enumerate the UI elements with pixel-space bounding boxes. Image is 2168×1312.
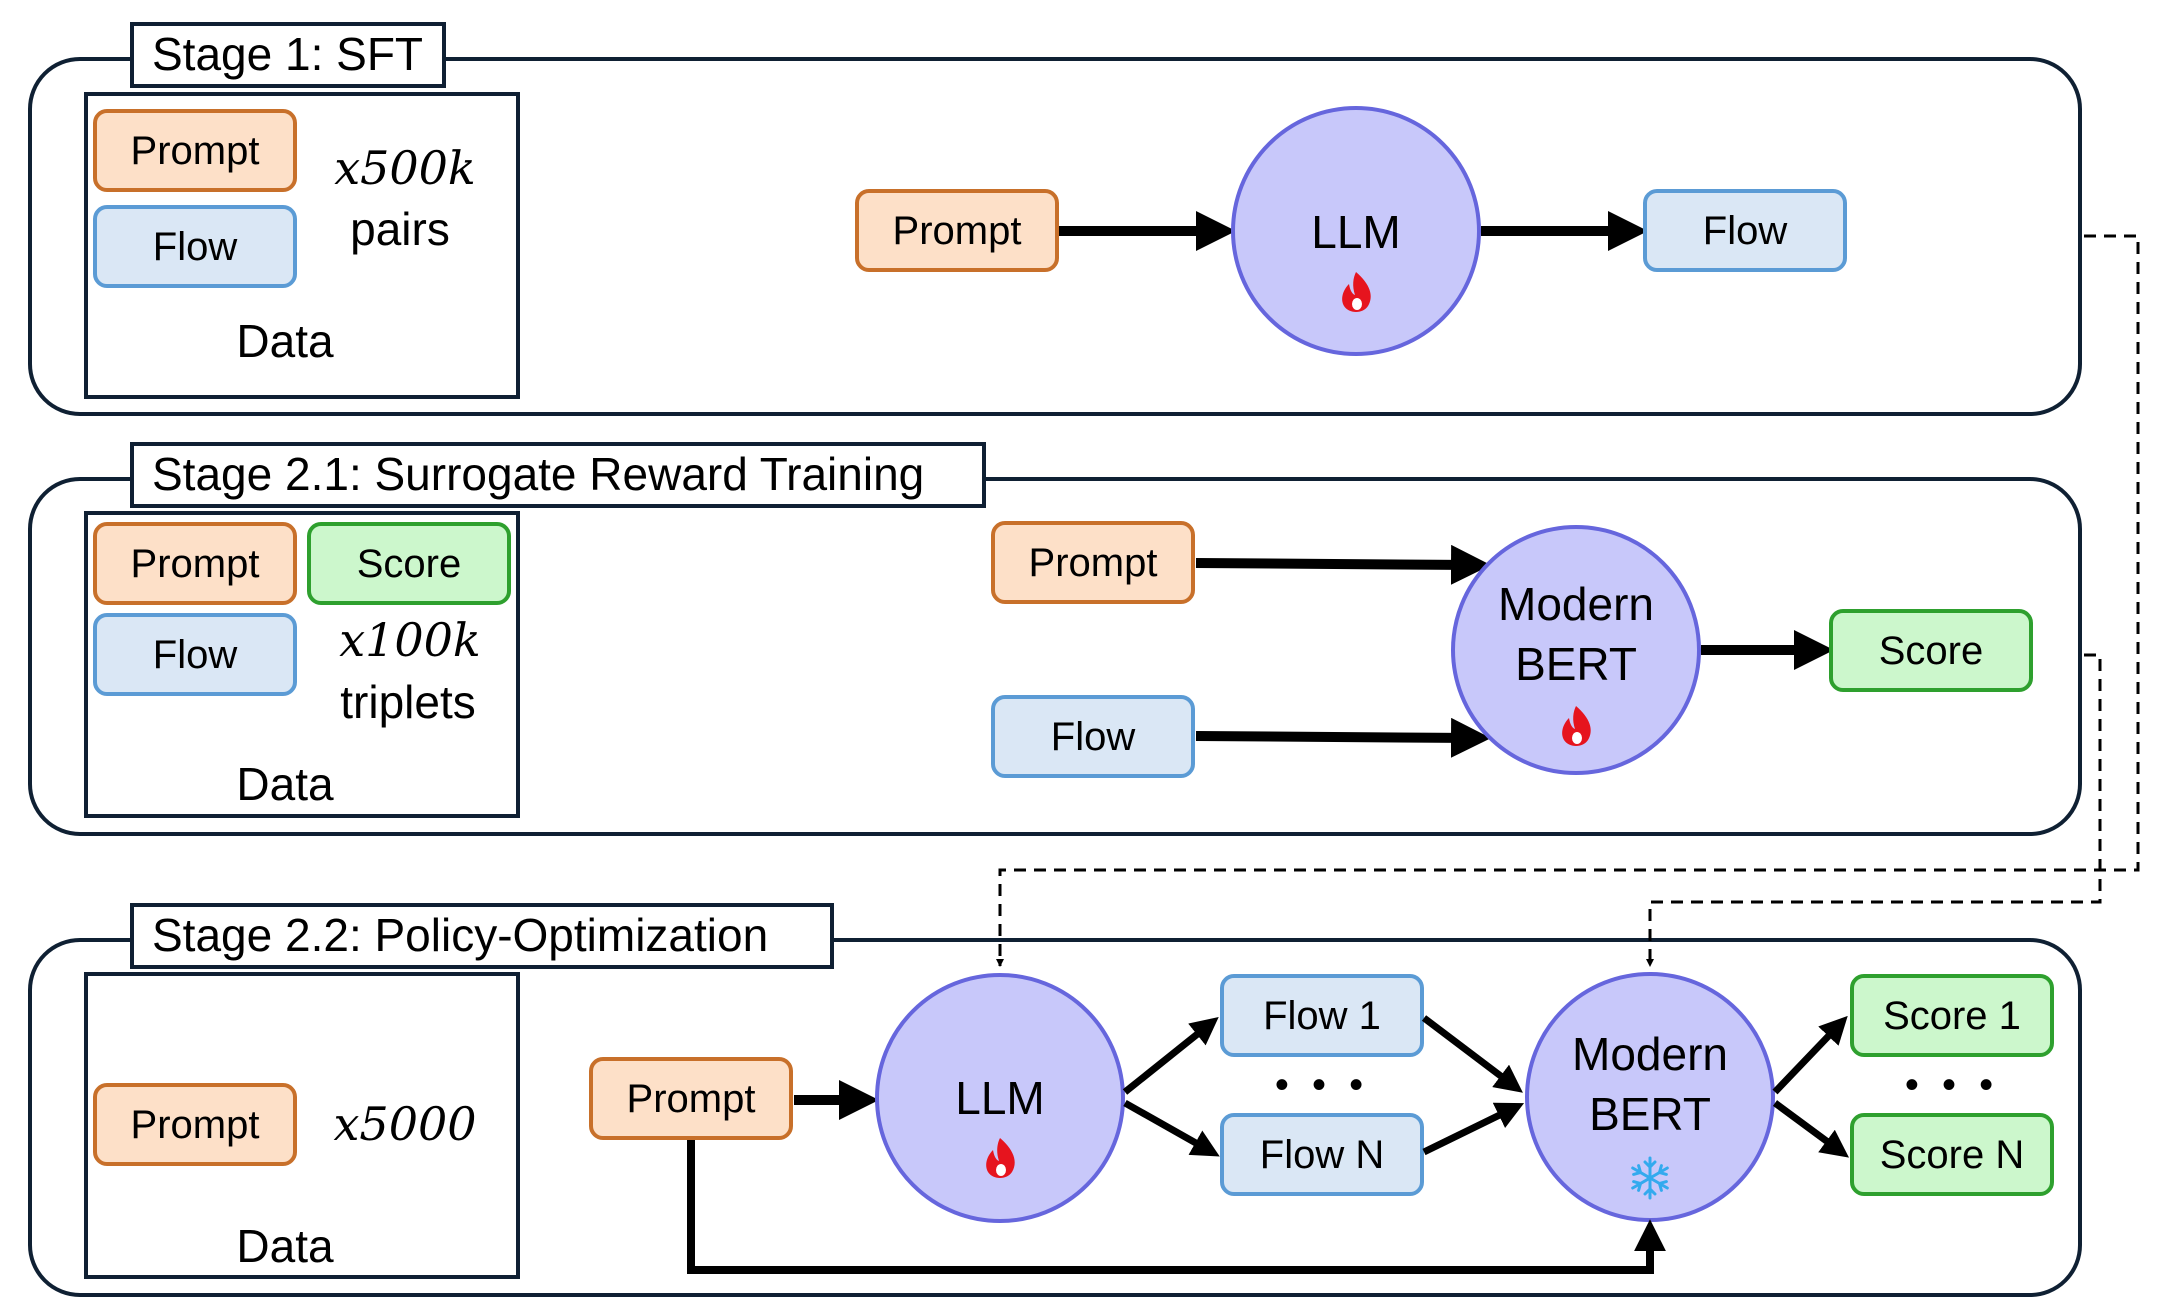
stage-2-2-title-box bbox=[130, 903, 834, 969]
stage-2-2-panel: Stage 2.2: Policy-Optimization Prompt x5… bbox=[28, 903, 2082, 1297]
stage-1-llm-label: LLM bbox=[1311, 206, 1400, 258]
stage-1-flow-node bbox=[1643, 189, 1847, 272]
stage-2-2-modernbert-line2: BERT bbox=[1589, 1088, 1711, 1140]
data-prompt-label: Prompt bbox=[131, 542, 260, 586]
stage-2-1-modernbert-line1: Modern bbox=[1498, 578, 1654, 630]
stage-2-2-prompt-label: Prompt bbox=[627, 1077, 756, 1121]
stage-2-1-flow-label: Flow bbox=[1051, 715, 1136, 759]
flows-ellipsis: • • • bbox=[1275, 1063, 1369, 1107]
score-n-node bbox=[1850, 1113, 2054, 1196]
data-score-label: Score bbox=[357, 542, 462, 586]
llm-to-flow-1-arrow bbox=[1122, 1017, 1219, 1095]
prompt-to-bert-bypass-arrow bbox=[687, 1140, 1666, 1274]
data-count: x500k bbox=[334, 141, 476, 195]
data-count: x100k bbox=[339, 613, 481, 667]
stage-2-1-flow-node bbox=[991, 695, 1195, 778]
stage-2-2-llm-node bbox=[875, 973, 1125, 1223]
stage-2-1-score-node bbox=[1829, 609, 2033, 692]
stage-2-1-prompt-label: Prompt bbox=[1029, 541, 1158, 585]
flow-1-label: Flow 1 bbox=[1263, 994, 1381, 1038]
stage-2-1-title: Stage 2.1: Surrogate Reward Training bbox=[152, 448, 924, 500]
bert-to-score-1-arrow bbox=[1772, 1015, 1848, 1095]
flow-n-node bbox=[1220, 1113, 1424, 1196]
data-flow-chip bbox=[93, 613, 297, 696]
data-flow-label: Flow bbox=[153, 633, 238, 677]
stage-1-title: Stage 1: SFT bbox=[152, 28, 423, 80]
data-prompt-chip bbox=[93, 109, 297, 192]
data-box-label: Data bbox=[236, 758, 334, 810]
stage-2-2-title: Stage 2.2: Policy-Optimization bbox=[152, 909, 768, 961]
sft-llm-to-policy-connector bbox=[996, 234, 2140, 967]
stage-1-panel: Stage 1: SFT Prompt Flow x500k pairs Dat… bbox=[28, 22, 2082, 416]
flow-1-node bbox=[1220, 974, 1424, 1057]
score-n-label: Score N bbox=[1880, 1133, 2025, 1177]
score-1-label: Score 1 bbox=[1883, 994, 2021, 1038]
bert-to-score-n-arrow bbox=[1772, 1100, 1850, 1158]
stage-2-1-panel: Stage 2.1: Surrogate Reward Training Pro… bbox=[28, 442, 2082, 836]
stage-1-data-box: Prompt Flow x500k pairs Data bbox=[84, 92, 520, 399]
stage-1-title-box bbox=[130, 22, 446, 88]
data-prompt-label: Prompt bbox=[131, 129, 260, 173]
stage-2-1-arrow-prompt bbox=[1195, 544, 1491, 585]
flow-n-to-bert-arrow bbox=[1422, 1102, 1525, 1156]
data-count: x5000 bbox=[333, 1097, 476, 1151]
stage-2-2-data-box: Prompt x5000 Data bbox=[84, 972, 520, 1279]
stage-2-1-prompt-node bbox=[991, 521, 1195, 604]
data-flow-label: Flow bbox=[153, 225, 238, 269]
flow-1-to-bert-arrow bbox=[1421, 1015, 1523, 1093]
data-flow-chip bbox=[93, 205, 297, 288]
stage-1-prompt-node bbox=[855, 189, 1059, 272]
scores-ellipsis: • • • bbox=[1905, 1063, 1999, 1107]
data-score-chip bbox=[307, 522, 511, 605]
stage-2-2-llm-label: LLM bbox=[955, 1072, 1044, 1124]
data-prompt-chip bbox=[93, 1083, 297, 1166]
stage-2-2-prompt-node bbox=[589, 1057, 793, 1140]
data-unit: pairs bbox=[350, 203, 450, 255]
data-prompt-label: Prompt bbox=[131, 1103, 260, 1147]
stage-2-1-modernbert-node bbox=[1451, 525, 1701, 775]
data-prompt-chip bbox=[93, 522, 297, 605]
stage-1-flow-label: Flow bbox=[1703, 209, 1788, 253]
stage-2-1-arrow-flow bbox=[1195, 717, 1491, 758]
stage-2-1-title-box bbox=[130, 442, 986, 508]
stage-2-1-score-label: Score bbox=[1879, 629, 1984, 673]
data-box-label: Data bbox=[236, 315, 334, 367]
data-box-label: Data bbox=[236, 1220, 334, 1272]
score-1-node bbox=[1850, 974, 2054, 1057]
stage-2-1-data-box: Prompt Score Flow x100k triplets Data bbox=[84, 511, 520, 818]
flow-n-label: Flow N bbox=[1260, 1133, 1384, 1177]
stage-2-1-modernbert-line2: BERT bbox=[1515, 638, 1637, 690]
reward-model-to-policy-connector bbox=[1646, 653, 2102, 967]
stage-1-llm-node bbox=[1231, 106, 1481, 356]
data-unit: triplets bbox=[340, 676, 475, 728]
llm-to-flow-n-arrow bbox=[1123, 1099, 1220, 1157]
stage-1-prompt-label: Prompt bbox=[893, 209, 1022, 253]
stage-2-2-modernbert-line1: Modern bbox=[1572, 1028, 1728, 1080]
